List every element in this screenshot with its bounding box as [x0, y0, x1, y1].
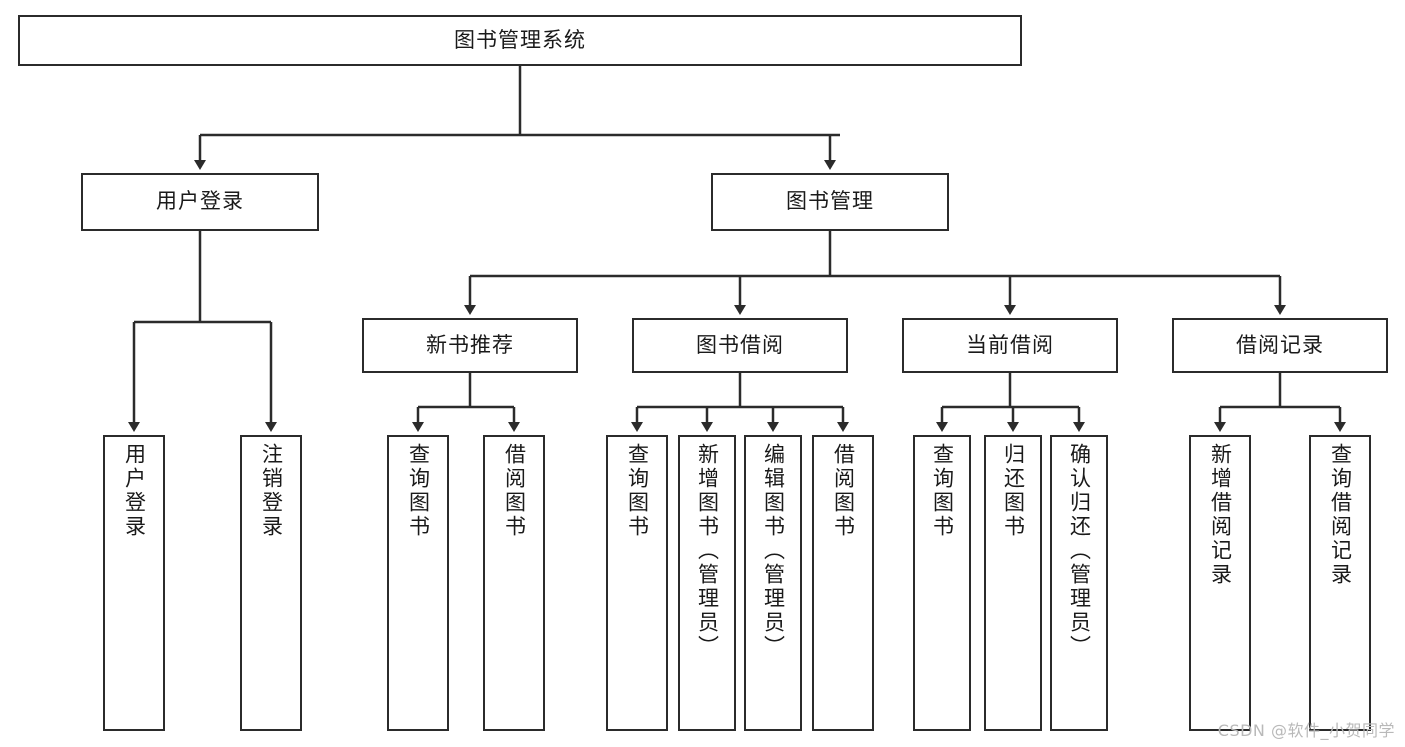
node-current-borrow[interactable]: 当前借阅 — [902, 318, 1118, 373]
node-leaf-logout[interactable]: 注销登录 — [240, 435, 302, 731]
node-leaf-user-login[interactable]: 用户登录 — [103, 435, 165, 731]
node-leaf-logout-label: 注销登录 — [259, 443, 284, 539]
node-book-borrow-label: 图书借阅 — [696, 332, 784, 357]
connector-current-borrow-to-leaves — [936, 373, 1085, 432]
node-leaf-confirm-return-admin[interactable]: 确认归还（管理员） — [1050, 435, 1108, 731]
node-leaf-query-book-2-label: 查询图书 — [625, 443, 650, 539]
connector-root-to-level2 — [194, 66, 840, 170]
node-leaf-query-book-2[interactable]: 查询图书 — [606, 435, 668, 731]
node-book-manage-label: 图书管理 — [786, 189, 874, 214]
node-leaf-confirm-return-admin-label: 确认归还（管理员） — [1067, 443, 1092, 659]
node-user-login-label: 用户登录 — [156, 189, 244, 214]
node-user-login[interactable]: 用户登录 — [81, 173, 319, 231]
connector-book-borrow-to-leaves — [631, 373, 849, 432]
node-root[interactable]: 图书管理系统 — [18, 15, 1022, 66]
node-book-borrow[interactable]: 图书借阅 — [632, 318, 848, 373]
node-current-borrow-label: 当前借阅 — [966, 332, 1054, 357]
node-leaf-query-borrow-record-label: 查询借阅记录 — [1328, 443, 1353, 587]
node-leaf-query-book-3[interactable]: 查询图书 — [913, 435, 971, 731]
node-leaf-borrow-book-2-label: 借阅图书 — [831, 443, 856, 539]
node-leaf-edit-book-admin-label: 编辑图书（管理员） — [761, 443, 786, 659]
watermark-text: CSDN @软件_小贺同学 — [1217, 721, 1395, 740]
connector-borrow-record-to-leaves — [1214, 373, 1346, 432]
node-new-book-recommend-label: 新书推荐 — [426, 332, 514, 357]
node-leaf-query-book-3-label: 查询图书 — [930, 443, 955, 539]
node-root-label: 图书管理系统 — [454, 27, 586, 52]
node-leaf-edit-book-admin[interactable]: 编辑图书（管理员） — [744, 435, 802, 731]
node-borrow-record[interactable]: 借阅记录 — [1172, 318, 1388, 373]
node-book-manage[interactable]: 图书管理 — [711, 173, 949, 231]
connector-new-book-recommend-to-leaves — [412, 373, 520, 432]
node-leaf-return-book[interactable]: 归还图书 — [984, 435, 1042, 731]
node-leaf-query-book-1-label: 查询图书 — [406, 443, 431, 539]
node-leaf-borrow-book-1-label: 借阅图书 — [502, 443, 527, 539]
node-leaf-add-borrow-record-label: 新增借阅记录 — [1208, 443, 1233, 587]
node-new-book-recommend[interactable]: 新书推荐 — [362, 318, 578, 373]
node-leaf-borrow-book-2[interactable]: 借阅图书 — [812, 435, 874, 731]
node-leaf-add-borrow-record[interactable]: 新增借阅记录 — [1189, 435, 1251, 731]
node-leaf-query-book-1[interactable]: 查询图书 — [387, 435, 449, 731]
node-leaf-user-login-label: 用户登录 — [122, 443, 147, 539]
node-leaf-add-book-admin[interactable]: 新增图书（管理员） — [678, 435, 736, 731]
connector-user-login-to-leaves — [128, 231, 277, 432]
node-borrow-record-label: 借阅记录 — [1236, 332, 1324, 357]
connector-book-manage-to-level3 — [464, 231, 1286, 315]
node-leaf-borrow-book-1[interactable]: 借阅图书 — [483, 435, 545, 731]
node-leaf-return-book-label: 归还图书 — [1001, 443, 1026, 539]
node-leaf-add-book-admin-label: 新增图书（管理员） — [695, 443, 720, 659]
node-leaf-query-borrow-record[interactable]: 查询借阅记录 — [1309, 435, 1371, 731]
